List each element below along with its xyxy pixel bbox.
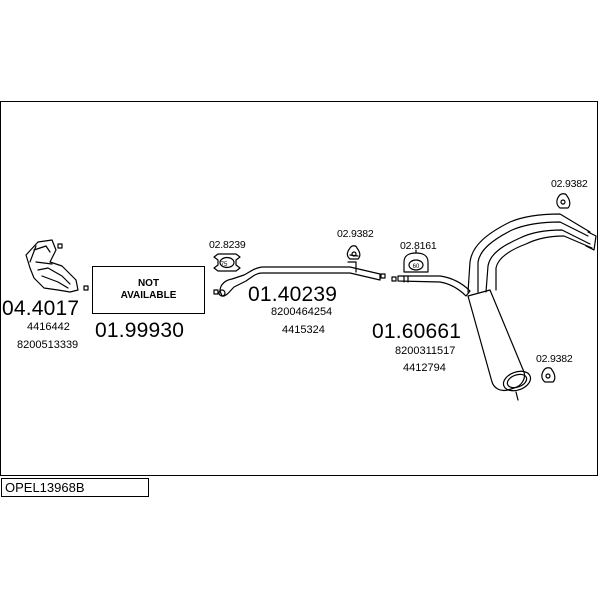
fitting-code[interactable]: 02.8239 <box>209 239 246 251</box>
fitting-code[interactable]: 02.9382 <box>337 228 374 240</box>
rear-pipe-inlet <box>397 275 471 297</box>
part-ref: 4416442 <box>27 321 70 333</box>
small-fitting-square <box>83 285 89 291</box>
part-code-middle-pipe[interactable]: 01.40239 <box>248 283 338 306</box>
part-code-catalyst[interactable]: 04.4017 <box>2 297 80 320</box>
part-ref: 8200464254 <box>271 306 333 318</box>
diagram-title: OPEL13968B <box>5 480 85 495</box>
not-available-text: NOT AVAILABLE <box>120 278 177 301</box>
ring-mark-75: 75 <box>221 262 228 268</box>
small-fitting-square <box>57 243 63 249</box>
fitting-code[interactable]: 02.8161 <box>400 240 437 252</box>
dual-tailpipes-drawing <box>467 213 597 293</box>
part-ref: 8200513339 <box>17 339 79 351</box>
ring-hanger-75 <box>213 253 241 272</box>
small-fitting-square <box>213 289 219 295</box>
part-ref: 4415324 <box>282 324 325 336</box>
rubber-hanger <box>346 245 361 260</box>
rubber-hanger <box>541 367 556 383</box>
rear-muffler-drawing <box>467 289 532 401</box>
rubber-hanger <box>556 193 571 209</box>
diagram-title-box: OPEL13968B <box>1 478 149 497</box>
not-available-box: NOT AVAILABLE <box>92 266 205 314</box>
part-ref: 4412794 <box>403 362 446 374</box>
small-fitting-square <box>391 276 397 282</box>
catalytic-converter-drawing <box>25 239 79 293</box>
ring-mark-60: 60 <box>413 264 420 270</box>
fitting-code[interactable]: 02.9382 <box>536 353 573 365</box>
small-fitting-square <box>380 273 386 279</box>
part-code-front-pipe[interactable]: 01.99930 <box>95 319 185 342</box>
ring-hanger-60 <box>403 249 429 273</box>
diagram-frame <box>0 101 598 476</box>
part-code-rear-muffler[interactable]: 01.60661 <box>372 320 462 343</box>
part-ref: 8200311517 <box>395 345 456 357</box>
fitting-code[interactable]: 02.9382 <box>551 178 588 190</box>
